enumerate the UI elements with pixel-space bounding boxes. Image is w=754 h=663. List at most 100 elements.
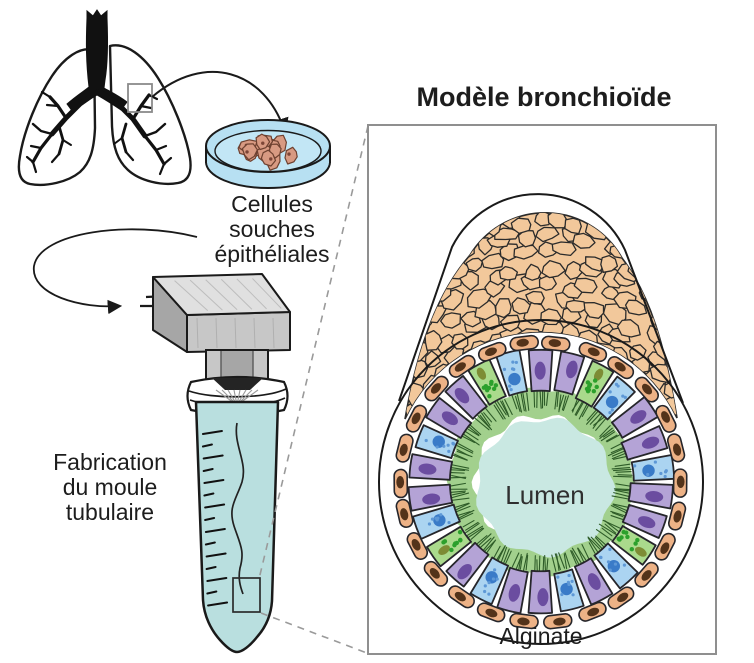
cell-nucleus [605, 395, 619, 409]
secretory-granule [629, 546, 635, 552]
cobblestone-cell [440, 312, 462, 329]
graduation-short [201, 443, 213, 448]
stem-cell [260, 149, 277, 167]
right-lung-outline [108, 44, 192, 185]
cilium [586, 411, 598, 425]
cilium [451, 474, 467, 479]
basal-nucleus [548, 339, 562, 348]
cilium [475, 535, 488, 546]
cilium [465, 521, 479, 531]
mucin-granule [608, 390, 612, 394]
mucin-granule [424, 438, 428, 443]
secretory-granule [621, 529, 626, 535]
basal-nucleus [673, 510, 682, 523]
cobblestone-cell [535, 226, 560, 243]
basal-cell [509, 612, 539, 630]
cilium [464, 430, 479, 441]
cilium [575, 401, 584, 416]
cilium [520, 391, 525, 412]
cilium [598, 523, 617, 536]
epithelial-cell-ring [407, 348, 675, 615]
tubular-mold-thread [231, 422, 245, 595]
alginate-label: Alginate [499, 623, 582, 649]
cilium [462, 433, 480, 446]
mucin-granule [571, 593, 575, 597]
cilium [610, 446, 624, 454]
cilium [586, 408, 598, 421]
cilium [504, 399, 513, 416]
cilium [558, 552, 566, 569]
cilium [511, 552, 520, 568]
cilium [516, 393, 523, 413]
bronchus-branch [50, 152, 61, 164]
secretory-cell [574, 359, 615, 408]
cilium [493, 545, 501, 559]
mucin-granule [487, 581, 491, 585]
graduation-short [204, 541, 216, 546]
secretory-granule [635, 537, 640, 543]
cell-nucleus [638, 516, 656, 529]
lumen-label: Lumen [505, 480, 585, 510]
basal-cell [540, 335, 571, 352]
basal-nucleus [641, 570, 652, 581]
basal-nucleus [517, 617, 530, 626]
cilium [605, 434, 618, 442]
cell-nucleus [641, 436, 660, 449]
cilium [474, 417, 490, 431]
device-streak [189, 279, 223, 311]
basal-cell [607, 586, 635, 610]
cobblestone-cell [495, 298, 512, 319]
bronchus-branch [29, 144, 43, 150]
secretory-granule [487, 394, 492, 399]
cell-nucleus [630, 410, 647, 424]
zoom-connector-line-bottom [260, 612, 368, 654]
basal-nucleus [485, 608, 498, 618]
nozzle-core [221, 351, 253, 378]
bronchus-branch [97, 89, 148, 139]
cilium [458, 443, 474, 452]
bronchus-branch [31, 122, 54, 136]
cilium [453, 453, 468, 461]
cilium [469, 424, 482, 436]
mucin-granule [599, 555, 603, 560]
device-streak [215, 317, 218, 349]
cilium [477, 533, 492, 547]
cilia [449, 389, 633, 575]
secretory-granule [442, 539, 448, 544]
bronchioid-model-illustration: Lumen Alginate [378, 193, 704, 649]
cilium [556, 391, 559, 408]
secretory-granule [616, 536, 621, 542]
secretory-granule [592, 378, 598, 383]
basal-cell-ring [393, 334, 688, 630]
model-title: Modèle bronchioïde [416, 82, 671, 112]
cilium [611, 452, 628, 460]
cobblestone-cell [583, 301, 605, 319]
mucin-granule [483, 584, 487, 588]
mold-label-line1: Fabrication [53, 449, 167, 475]
cell-nucleus [587, 573, 601, 590]
mold-label-line3: tubulaire [66, 499, 154, 525]
cilium [468, 426, 480, 436]
mucin-granule [491, 577, 496, 581]
cilium [595, 537, 605, 548]
cilium [496, 401, 507, 416]
stem-cell [284, 146, 298, 165]
stem-cells-label-line1: Cellules [231, 191, 313, 217]
tube-region-indicator [232, 577, 261, 613]
basal-cell [578, 601, 607, 622]
cell-nucleus [534, 361, 546, 380]
cell-nucleus [537, 588, 549, 607]
basal-cell [634, 376, 660, 403]
cilium [533, 390, 536, 408]
bronchus-branch [62, 139, 72, 146]
cilium [455, 502, 470, 511]
cilium [454, 502, 470, 508]
cobblestone-cell [565, 299, 588, 313]
cilium [612, 468, 632, 472]
cell-nucleus [566, 360, 578, 379]
cilium [511, 395, 518, 410]
cilium [519, 556, 523, 570]
basal-nucleus [641, 383, 653, 395]
basal-cell [578, 341, 608, 363]
